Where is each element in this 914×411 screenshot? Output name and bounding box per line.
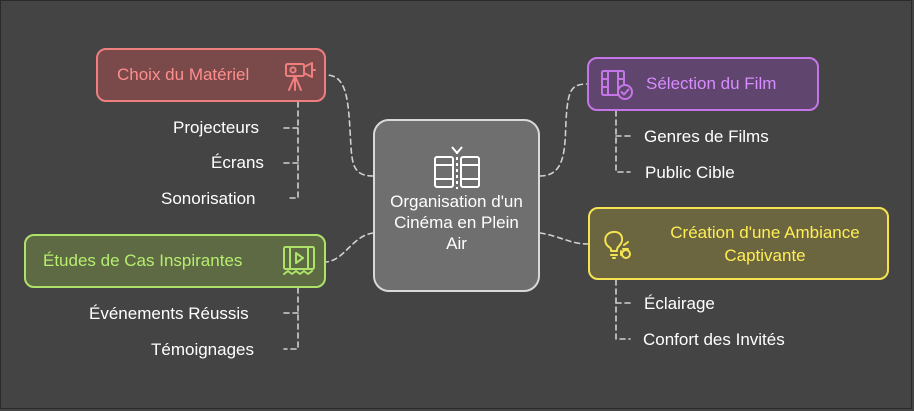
connector-film-items [615, 110, 631, 173]
branch-label-etudes: Études de Cas Inspirantes [43, 251, 243, 270]
branch-label-ambiance: Création d'une Ambiance Captivante [670, 222, 860, 265]
connector-materiel [325, 74, 374, 177]
leaf-public-cible: Public Cible [645, 163, 735, 182]
leaf-temoignages: Témoignages [151, 340, 255, 359]
branch-label-film: Sélection du Film [646, 74, 777, 93]
branch-node-etudes: Études de Cas Inspirantes [24, 234, 326, 288]
connector-etudes-items [283, 287, 299, 350]
central-topic-node: Organisation d'un Cinéma en Plein Air [373, 119, 540, 292]
leaf-evenements-reussis: Événements Réussis [89, 304, 249, 323]
leaf-confort-des-invites: Confort des Invités [643, 330, 785, 349]
connector-etudes [325, 232, 374, 263]
leaf-sonorisation: Sonorisation [161, 189, 256, 208]
leaf-projecteurs: Projecteurs [173, 118, 259, 137]
connector-ambiance [539, 232, 589, 245]
connector-materiel-items [287, 101, 299, 199]
central-topic-label: Organisation d'un Cinéma en Plein Air [390, 192, 523, 253]
leaf-genres-de-films: Genres de Films [644, 127, 769, 146]
video-play-icon [282, 244, 316, 283]
branch-node-ambiance: Création d'une Ambiance Captivante [588, 207, 889, 280]
connector-film [539, 83, 588, 177]
branch-node-film: Sélection du Film [587, 57, 819, 111]
lightbulb-icon [599, 227, 633, 266]
branch-node-materiel: Choix du Matériel [96, 48, 326, 102]
connector-ambiance-items [615, 279, 631, 340]
leaf-eclairage: Éclairage [644, 294, 715, 313]
film-strip-icon [433, 145, 481, 196]
movie-camera-icon [284, 59, 318, 98]
film-check-icon [600, 69, 634, 106]
branch-label-materiel: Choix du Matériel [117, 65, 250, 84]
leaf-ecrans: Écrans [211, 153, 264, 172]
